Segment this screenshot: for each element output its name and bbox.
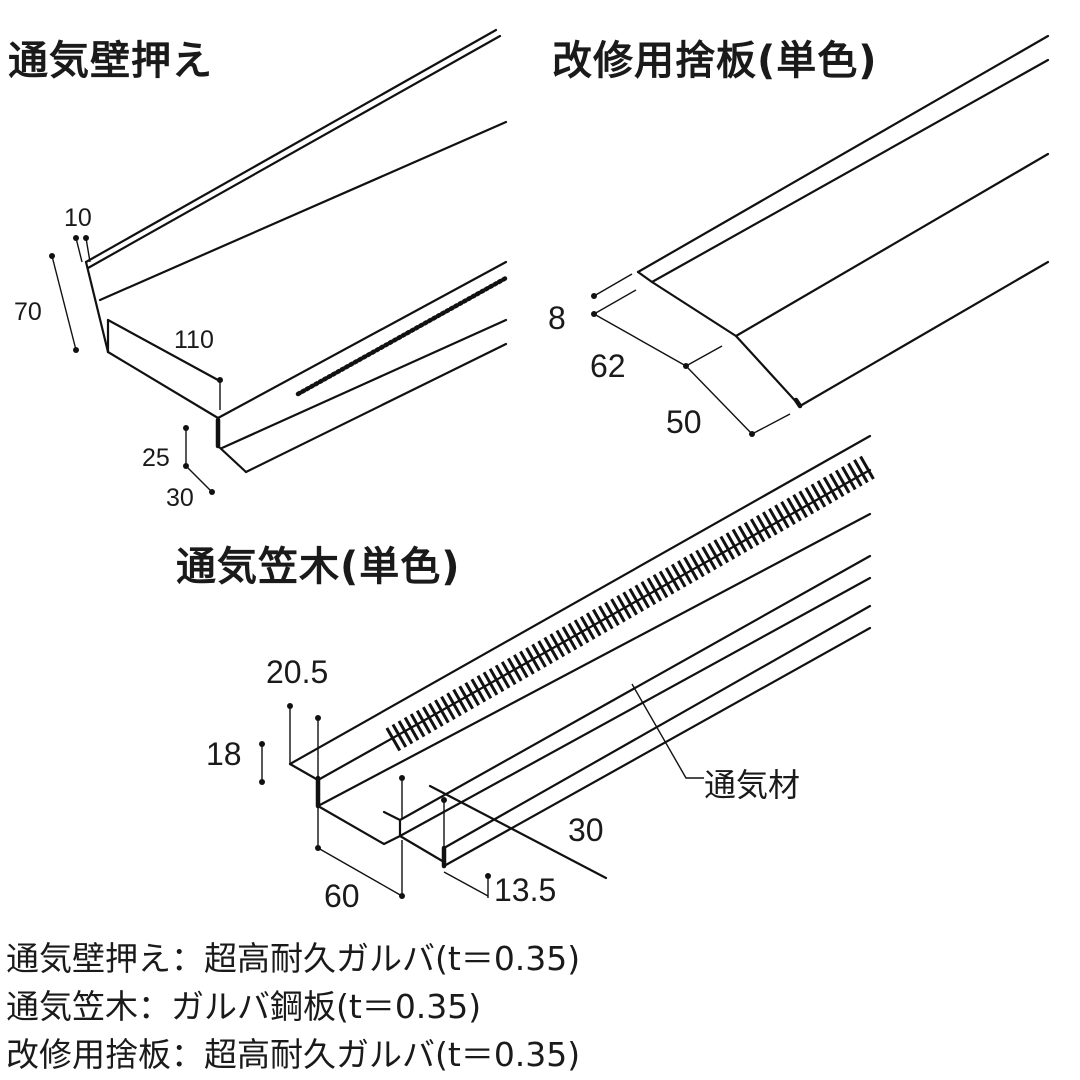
wall-press-title: 通気壁押え	[8, 38, 213, 84]
dim-label-13-5: 13.5	[494, 872, 557, 908]
dim-label-10: 10	[64, 204, 92, 232]
coping-drawing	[259, 434, 877, 899]
callout-leader	[631, 683, 704, 779]
dim-label-60: 60	[324, 878, 360, 914]
dim-label-70: 70	[14, 298, 42, 326]
dim-label-20-5: 20.5	[266, 654, 329, 690]
dim-label-8: 8	[548, 300, 566, 336]
wall-press-drawing	[49, 28, 509, 495]
coping-title: 通気笠木(単色)	[176, 544, 461, 590]
dim-label-30: 30	[568, 812, 604, 848]
dim-label-110: 110	[174, 326, 214, 354]
dim-label-62: 62	[590, 348, 626, 384]
sash-board-title: 改修用捨板(単色)	[552, 38, 878, 84]
vent-holes	[295, 275, 509, 397]
spec-line-2: 通気笠木：ガルバ鋼板(t＝0.35)	[6, 987, 482, 1026]
spec-line-1: 通気壁押え：超高耐久ガルバ(t＝0.35)	[6, 939, 581, 978]
dim-label-18: 18	[206, 736, 242, 772]
dim-label-30: 30	[166, 484, 194, 512]
vent-comb	[385, 454, 877, 752]
vent-material-label: 通気材	[704, 766, 801, 804]
dim-label-50: 50	[666, 404, 702, 440]
dim-label-25: 25	[142, 444, 170, 472]
spec-line-3: 改修用捨板：超高耐久ガルバ(t＝0.35)	[6, 1035, 581, 1074]
sash-board-drawing	[591, 34, 1050, 437]
